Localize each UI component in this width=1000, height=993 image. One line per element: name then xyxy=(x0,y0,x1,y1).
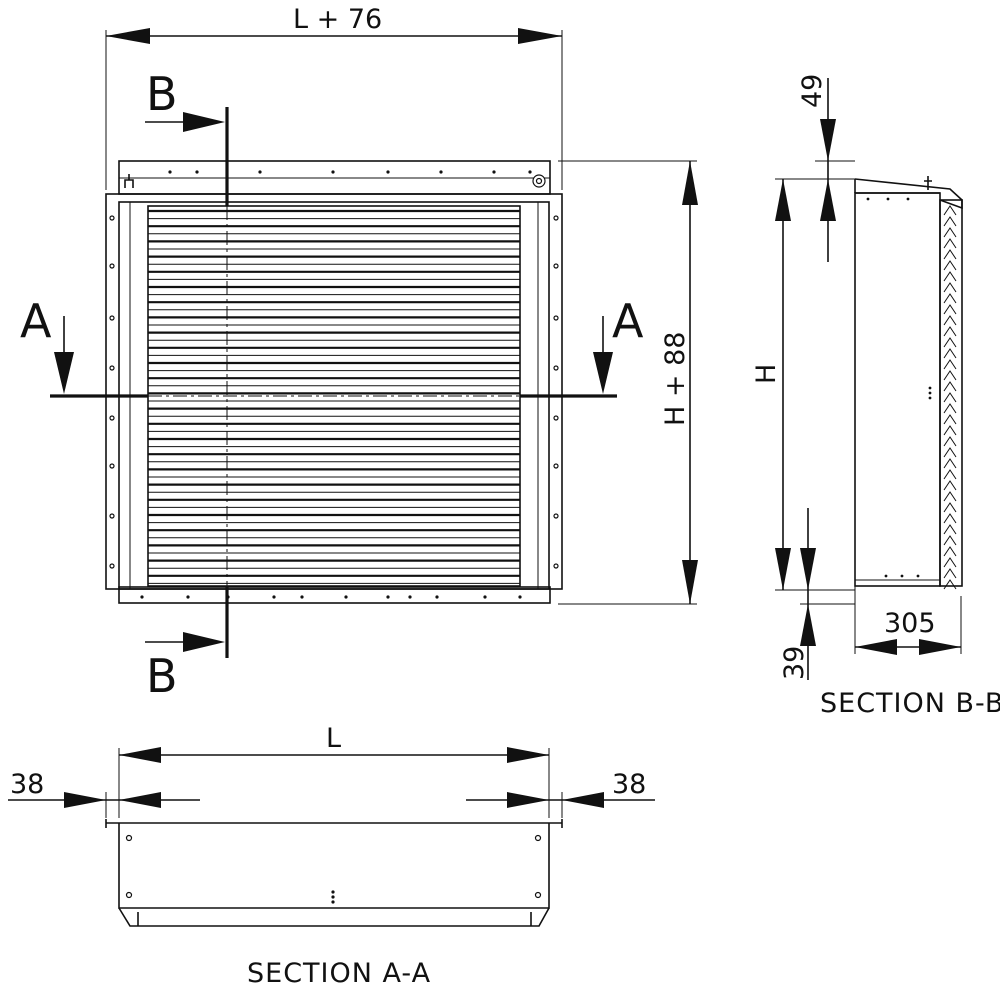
blade-profile xyxy=(943,502,957,513)
section-aa-title: SECTION A-A xyxy=(247,958,431,989)
dim-label-38-right: 38 xyxy=(612,769,646,800)
blade-profile xyxy=(943,458,957,469)
rivet xyxy=(408,595,412,599)
bolt-hole xyxy=(553,563,559,569)
blade-profile xyxy=(943,238,957,249)
top-hood xyxy=(854,178,963,210)
section-aa-body xyxy=(106,822,562,909)
bolt-hole xyxy=(553,365,559,371)
blade-profile xyxy=(943,282,957,293)
dim-label-l: L xyxy=(326,723,341,754)
hand-knob xyxy=(124,174,134,188)
blade-profile xyxy=(943,491,957,502)
cut-label-b-bottom: B xyxy=(146,649,178,703)
cut-label-a-right: A xyxy=(612,294,644,348)
blade-profile xyxy=(943,546,957,557)
blade-profile xyxy=(943,447,957,458)
section-aa: L 38 38 SECTION A-A xyxy=(8,723,655,989)
blade-profile xyxy=(943,480,957,491)
dim-label-h: H xyxy=(751,364,782,384)
rivet xyxy=(528,170,532,174)
rivet xyxy=(483,595,487,599)
bolt-hole xyxy=(109,463,115,469)
bolt-hole xyxy=(109,563,115,569)
bolt-hole xyxy=(553,315,559,321)
dim-label-38-left: 38 xyxy=(10,769,44,800)
blade-profile xyxy=(943,403,957,414)
blade-profile xyxy=(943,524,957,535)
blade-profile xyxy=(943,425,957,436)
bolt-hole xyxy=(553,263,559,269)
dim-label-49: 49 xyxy=(797,74,828,108)
bolt-hole xyxy=(109,415,115,421)
blade-profile xyxy=(943,304,957,315)
louver-blade-stack xyxy=(939,199,963,587)
cut-label-b-top: B xyxy=(146,67,178,121)
bolt-hole xyxy=(553,463,559,469)
bolt-hole xyxy=(109,513,115,519)
blade-profile xyxy=(943,469,957,480)
bottom-frame-plate xyxy=(118,586,551,604)
rivet xyxy=(492,170,496,174)
rivet xyxy=(300,595,304,599)
bolt-hole xyxy=(553,415,559,421)
blade-profile xyxy=(943,337,957,348)
blade-profile xyxy=(943,392,957,403)
blade-profile xyxy=(943,227,957,238)
flange-holes xyxy=(109,170,559,599)
bolt-hole xyxy=(109,365,115,371)
dim-label-width: L + 76 xyxy=(293,4,382,35)
bolt-hole xyxy=(109,315,115,321)
blade-profile xyxy=(943,535,957,546)
dim-label-39: 39 xyxy=(779,646,810,680)
rivet xyxy=(140,595,144,599)
blade-profile xyxy=(943,249,957,260)
rivet xyxy=(186,595,190,599)
louver-blades xyxy=(148,209,520,584)
rivet xyxy=(386,595,390,599)
blade-profile xyxy=(943,348,957,359)
blade-profile xyxy=(943,216,957,227)
rivet xyxy=(195,170,199,174)
blade-profile xyxy=(943,579,957,590)
rivet xyxy=(331,170,335,174)
blade-profile xyxy=(943,293,957,304)
dim-label-height: H + 88 xyxy=(660,332,691,426)
rivet xyxy=(439,170,443,174)
dim-label-305: 305 xyxy=(884,608,936,639)
section-bb-title: SECTION B-B xyxy=(820,688,1000,719)
front-view: A A B B L + 76 H + 88 xyxy=(20,4,698,703)
louver-blade-profiles xyxy=(943,205,957,590)
section-bb: H 49 39 305 SECTION B-B xyxy=(751,74,1000,719)
blade-profile xyxy=(943,326,957,337)
rivet xyxy=(258,170,262,174)
bolt-hole xyxy=(109,263,115,269)
blade-profile xyxy=(943,315,957,326)
section-aa-bottom-blade xyxy=(118,907,550,927)
blade-profile xyxy=(943,436,957,447)
bolt-hole xyxy=(553,215,559,221)
rivet xyxy=(435,595,439,599)
rivet xyxy=(518,595,522,599)
rivet xyxy=(272,595,276,599)
blade-profile xyxy=(943,513,957,524)
rivet xyxy=(344,595,348,599)
blade-profile xyxy=(943,370,957,381)
blade-profile xyxy=(943,271,957,282)
rivet xyxy=(168,170,172,174)
rivet xyxy=(386,170,390,174)
blade-profile xyxy=(943,205,957,216)
blade-profile xyxy=(943,414,957,425)
blade-profile xyxy=(943,568,957,579)
blade-profile xyxy=(943,381,957,392)
cut-label-a-left: A xyxy=(20,294,52,348)
bolt-hole xyxy=(553,513,559,519)
blade-profile xyxy=(943,260,957,271)
section-bb-body xyxy=(854,192,941,587)
bolt-hole xyxy=(109,215,115,221)
blade-profile xyxy=(943,557,957,568)
blade-profile xyxy=(943,359,957,370)
